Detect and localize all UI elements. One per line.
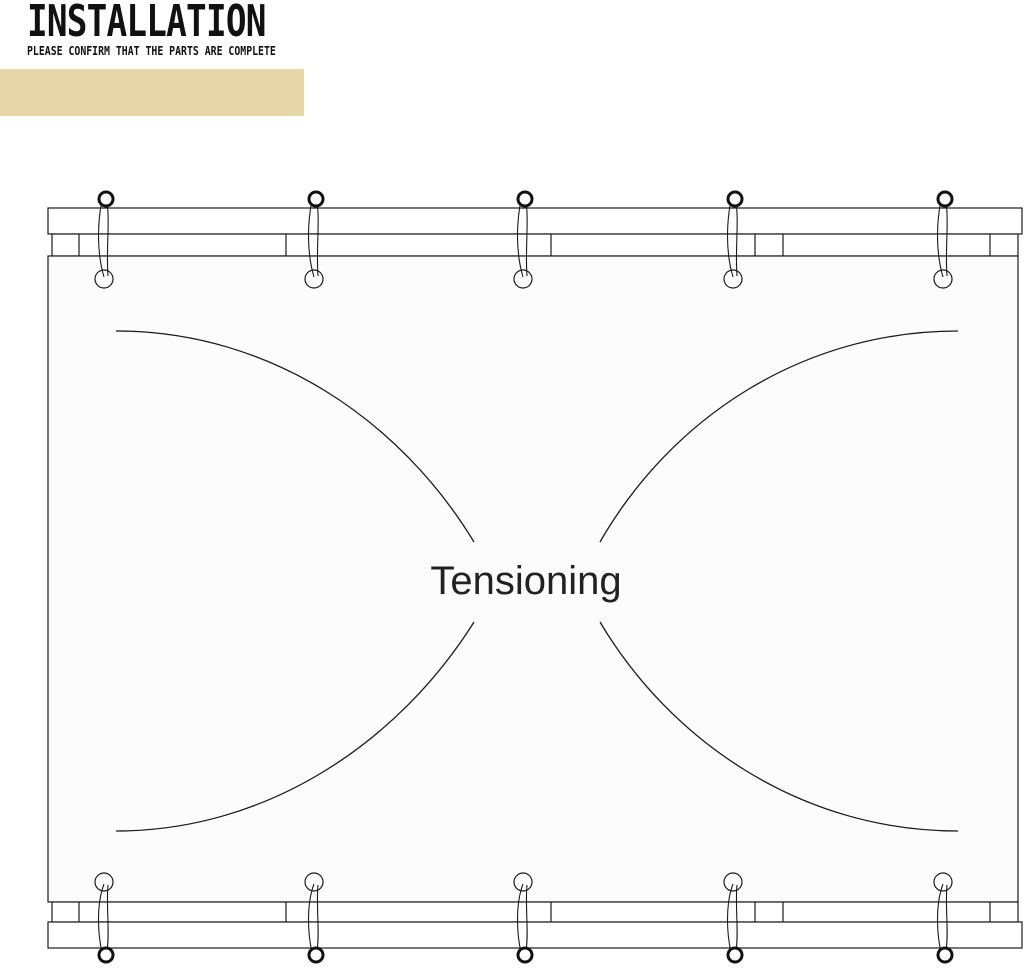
top-grommet-1 bbox=[94, 190, 115, 289]
page-subtitle: PLEASE CONFIRM THAT THE PARTS ARE COMPLE… bbox=[27, 44, 276, 58]
bottom-grommet-4 bbox=[723, 872, 744, 964]
tie-ring bbox=[307, 190, 325, 208]
tie-loop bbox=[517, 883, 528, 953]
tie-loop bbox=[727, 883, 738, 953]
bottom-grommets bbox=[94, 872, 954, 964]
grommet-hole bbox=[723, 872, 743, 892]
top-grommet-2 bbox=[304, 190, 325, 289]
tie-loop bbox=[517, 199, 528, 278]
bottom-grommet-3 bbox=[513, 872, 534, 964]
curve-top-left bbox=[115, 330, 475, 543]
tie-ring bbox=[516, 946, 534, 964]
top-grommet-5 bbox=[933, 190, 954, 289]
tie-loop bbox=[308, 883, 319, 953]
page-title: INSTALLATION bbox=[27, 0, 266, 47]
tensioning-label: Tensioning bbox=[430, 559, 621, 603]
tie-ring bbox=[97, 190, 115, 208]
top-grommets bbox=[94, 190, 954, 289]
curve-bottom-right bbox=[599, 621, 959, 832]
screen-panel bbox=[47, 255, 1019, 903]
curve-top-right bbox=[599, 330, 959, 543]
bottom-grommet-5 bbox=[933, 872, 954, 964]
tie-ring bbox=[307, 946, 325, 964]
grommet-hole bbox=[723, 269, 743, 289]
top-grommet-4 bbox=[723, 190, 744, 289]
grommet-hole bbox=[513, 872, 533, 892]
bottom-rail-outer bbox=[47, 921, 1023, 949]
grommet-hole bbox=[94, 872, 114, 892]
top-rail-segments bbox=[78, 234, 991, 256]
tie-loop bbox=[727, 199, 738, 278]
grommet-hole bbox=[933, 269, 953, 289]
grommet-hole bbox=[304, 269, 324, 289]
tie-ring bbox=[936, 190, 954, 208]
grommet-hole bbox=[94, 269, 114, 289]
grommet-hole bbox=[304, 872, 324, 892]
tension-curves bbox=[115, 330, 959, 832]
bottom-grommet-1 bbox=[94, 872, 115, 964]
tie-ring bbox=[936, 946, 954, 964]
tie-loop bbox=[98, 883, 109, 953]
header: INSTALLATION PLEASE CONFIRM THAT THE PAR… bbox=[27, 0, 327, 58]
tie-loop bbox=[308, 199, 319, 278]
grommet-hole bbox=[513, 269, 533, 289]
top-rail-inner bbox=[51, 233, 1019, 257]
curve-bottom-left bbox=[115, 621, 475, 832]
bottom-rail-segments bbox=[78, 902, 991, 922]
tie-ring bbox=[97, 946, 115, 964]
bottom-rail-inner bbox=[51, 901, 1019, 923]
tie-ring bbox=[726, 946, 744, 964]
tie-loop bbox=[937, 883, 948, 953]
top-grommet-3 bbox=[513, 190, 534, 289]
tie-loop bbox=[937, 199, 948, 278]
tie-ring bbox=[726, 190, 744, 208]
tie-ring bbox=[516, 190, 534, 208]
bottom-grommet-2 bbox=[304, 872, 325, 964]
top-rail-outer bbox=[47, 207, 1023, 235]
tie-loop bbox=[98, 199, 109, 278]
accent-bar bbox=[0, 69, 304, 116]
grommet-hole bbox=[933, 872, 953, 892]
